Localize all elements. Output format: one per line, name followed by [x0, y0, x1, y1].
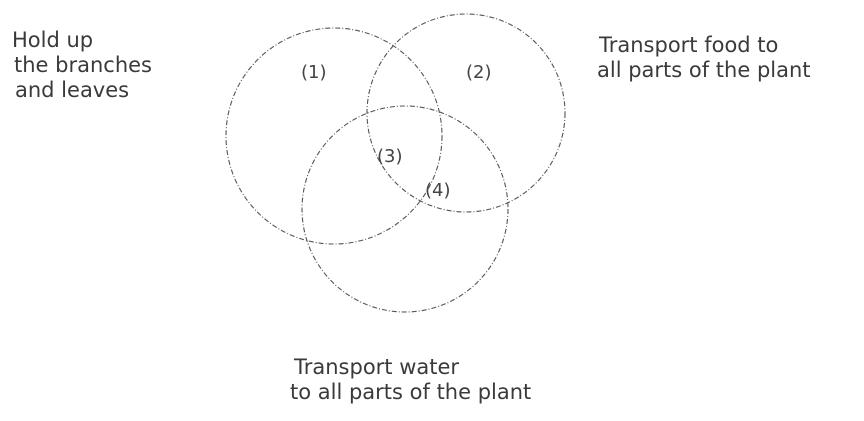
circle-support	[225, 27, 443, 245]
set-label-support-line-2: the branches	[14, 53, 152, 77]
region-label-2: (2)	[466, 62, 492, 83]
region-label-4: (4)	[425, 180, 451, 201]
set-label-water-line-1: Transport water	[294, 355, 460, 379]
set-label-food-line-2: all parts of the plant	[597, 58, 811, 82]
set-label-transport-food: Transport food to all parts of the plant	[597, 33, 811, 83]
set-label-support-line-3: and leaves	[15, 78, 130, 102]
set-label-support: Hold up the branches and leaves	[12, 28, 152, 103]
circle-transport-food	[366, 13, 566, 213]
set-label-water-line-2: to all parts of the plant	[290, 380, 532, 404]
set-label-transport-water: Transport water to all parts of the plan…	[290, 355, 531, 405]
set-label-support-line-1: Hold up	[12, 28, 94, 52]
region-label-3: (3)	[377, 146, 403, 167]
set-label-food-line-1: Transport food to	[599, 33, 779, 57]
circle-transport-water	[301, 105, 509, 313]
region-label-1: (1)	[301, 62, 327, 83]
